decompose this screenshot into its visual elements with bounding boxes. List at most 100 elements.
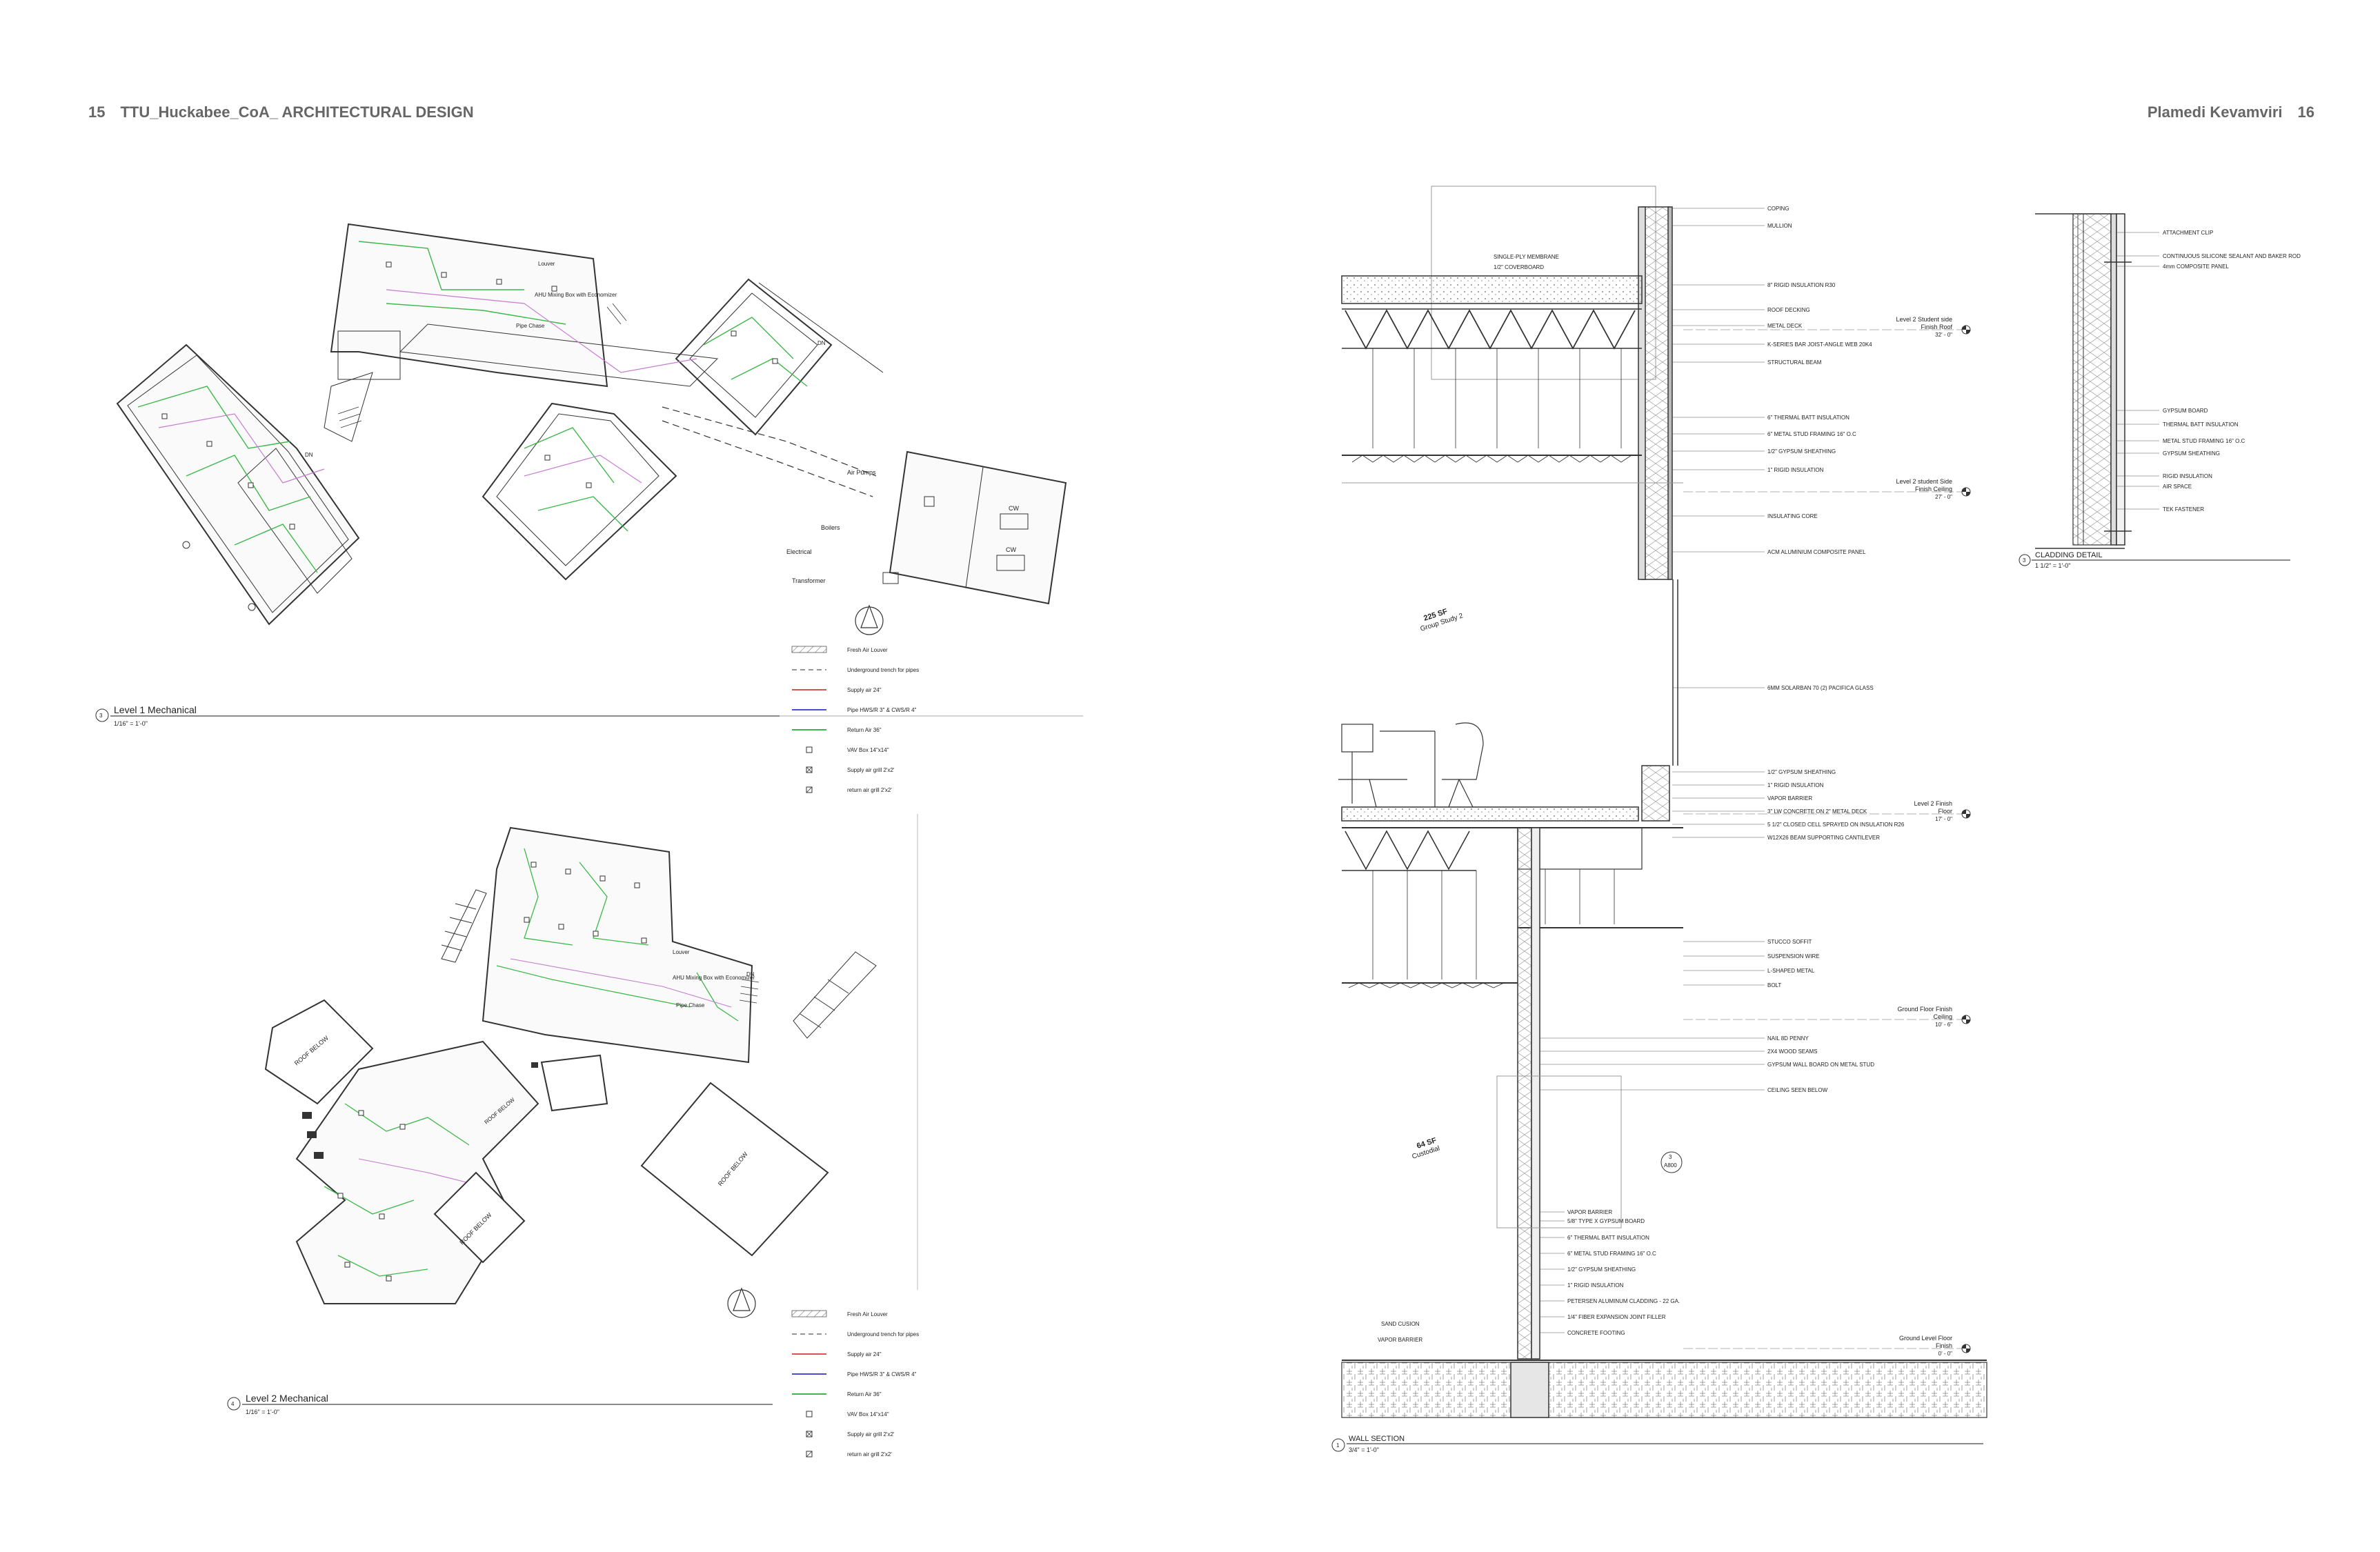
author-name: Plamedi Kevamviri [2147, 103, 2283, 121]
header-left: 15 TTU_Huckabee_CoA_ ARCHITECTURAL DESIGN [88, 103, 474, 121]
plan1-title-block: 3 Level 1 Mechanical 1/16" = 1'-0" [95, 704, 1083, 727]
level-elevation: 27' - 0" [1935, 494, 1952, 500]
legend-item: Supply air 24" [792, 1351, 882, 1357]
section-note: L-SHAPED METAL [1767, 968, 1815, 974]
vav-icon [806, 746, 813, 753]
cladding-note: RIGID INSULATION [2163, 473, 2212, 479]
legend-label: Pipe HWS/R 3" & CWS/R 4" [847, 707, 917, 713]
legend-label: Supply air 24" [847, 687, 882, 693]
section-note: NAIL 8D PENNY [1767, 1035, 1809, 1042]
legend-item: Supply air 24" [792, 687, 882, 693]
cladding-note: GYPSUM SHEATHING [2163, 450, 2220, 457]
section-note: 3" LW CONCRETE ON 2" METAL DECK [1767, 808, 1867, 815]
legend-item: Pipe HWS/R 3" & CWS/R 4" [792, 707, 917, 713]
cladding-title: CLADDING DETAIL [2035, 551, 2103, 559]
section-note: STRUCTURAL BEAM [1767, 359, 1822, 366]
document-title: TTU_Huckabee_CoA_ ARCHITECTURAL DESIGN [120, 103, 474, 121]
legend-item: VAV Box 14"x14" [806, 1411, 889, 1417]
ahu-label: AHU Mixing Box with Economizer [673, 975, 755, 981]
section-note: SINGLE-PLY MEMBRANE [1494, 254, 1559, 260]
legend-item: Supply air grill 2'x2' [806, 766, 895, 773]
section-note: 8" RIGID INSULATION R30 [1767, 282, 1836, 288]
section-note: 6" THERMAL BATT INSULATION [1567, 1235, 1649, 1241]
section-note: VAPOR BARRIER [1378, 1337, 1422, 1343]
section-note: 5/8" TYPE X GYPSUM BOARD [1567, 1218, 1645, 1224]
cladding-title-block: 3 CLADDING DETAIL 1 1/2" = 1'-0" [2019, 551, 2290, 569]
plan1-number: 3 [99, 713, 103, 719]
legend-item: Underground trench for pipes [792, 1331, 919, 1337]
legend-item: Return Air 36" [792, 727, 882, 733]
section-note: PETERSEN ALUMINUM CLADDING - 22 GA. [1567, 1298, 1680, 1304]
level-name: Ground Level Floor [1899, 1335, 1952, 1342]
plan1-labels: Air Pumps Boilers Electrical Transformer… [305, 261, 1019, 584]
legend-label: VAV Box 14"x14" [847, 747, 889, 753]
louver-label: Louver [673, 949, 690, 955]
level-1-mechanical-plan [116, 223, 1067, 635]
legend-item: VAV Box 14"x14" [806, 746, 889, 753]
legend-item: return air grill 2'x2' [806, 1451, 892, 1458]
section-note: CEILING SEEN BELOW [1767, 1087, 1828, 1093]
section-note: 1" RIGID INSULATION [1767, 782, 1824, 788]
section-note: 1" RIGID INSULATION [1767, 467, 1824, 473]
cw-label: CW [1006, 546, 1016, 553]
section-note: SAND CUSION [1381, 1321, 1420, 1327]
legend-label: Supply air 24" [847, 1351, 882, 1357]
plan1-title: Level 1 Mechanical [114, 704, 197, 715]
louver-label: Louver [538, 261, 555, 267]
level-name: Ceiling [1933, 1013, 1952, 1020]
legend-label: Supply air grill 2'x2' [847, 1431, 895, 1437]
level-name: Finish Ceiling [1915, 486, 1952, 493]
cladding-note: AIR SPACE [2163, 484, 2192, 490]
section-note: 6" METAL STUD FRAMING 16" O.C [1567, 1251, 1656, 1257]
legend-item: Return Air 36" [792, 1391, 882, 1397]
level-elevation: 10' - 6" [1935, 1022, 1952, 1028]
legend-item: Pipe HWS/R 3" & CWS/R 4" [792, 1371, 917, 1377]
legend-label: Fresh Air Louver [847, 647, 888, 653]
legend-label: VAV Box 14"x14" [847, 1411, 889, 1417]
legend-label: Underground trench for pipes [847, 667, 919, 673]
level-name: Level 2 student Side [1896, 478, 1952, 485]
section-note: 1/2" GYPSUM SHEATHING [1567, 1266, 1636, 1273]
cladding-detail-drawing [2035, 213, 2159, 549]
level-name: Finish Roof [1921, 324, 1952, 330]
pipe-chase-label: Pipe Chase [516, 323, 545, 329]
page-number-left: 15 [88, 103, 106, 121]
legend-item: Supply air grill 2'x2' [806, 1431, 895, 1437]
section-note: BOLT [1767, 982, 1781, 988]
legend-item: Fresh Air Louver [791, 1310, 888, 1317]
wall-section-number: 1 [1336, 1442, 1340, 1449]
wall-section-drawing [1338, 186, 1987, 1418]
dn-label: DN [817, 340, 826, 346]
wall-section-scale: 3/4" = 1'-0" [1349, 1446, 1379, 1453]
cladding-scale: 1 1/2" = 1'-0" [2035, 562, 2070, 569]
section-note: W12X26 BEAM SUPPORTING CANTILEVER [1767, 835, 1880, 841]
level-name: Level 2 Finish [1914, 800, 1952, 807]
section-note: 1/2" COVERBOARD [1494, 264, 1544, 270]
level-name: Level 2 Student side [1896, 316, 1952, 323]
plan2-title: Level 2 Mechanical [246, 1393, 328, 1404]
section-note: 1/2" GYPSUM SHEATHING [1767, 769, 1836, 775]
section-note: 1/4" FIBER EXPANSION JOINT FILLER [1567, 1314, 1666, 1320]
legend-label: Return Air 36" [847, 1391, 882, 1397]
section-note: METAL DECK [1767, 323, 1803, 329]
level-name: Ground Floor Finish [1897, 1006, 1952, 1013]
louver-swatch [791, 1310, 827, 1317]
cladding-note: TEK FASTENER [2163, 506, 2204, 513]
section-note: K-SERIES BAR JOIST-ANGLE WEB 20K4 [1767, 341, 1872, 348]
dn-label: DN [746, 971, 755, 977]
cladding-note: METAL STUD FRAMING 16" O.C [2163, 438, 2245, 444]
cladding-note: CONTINUOUS SILICONE SEALANT AND BAKER RO… [2163, 253, 2301, 259]
level-2-mechanical-plan [264, 814, 918, 1318]
section-note: VAPOR BARRIER [1767, 795, 1812, 802]
level-elevation: 32' - 0" [1935, 332, 1952, 338]
legend-item: Fresh Air Louver [791, 646, 888, 653]
plan1-scale: 1/16" = 1'-0" [114, 720, 148, 727]
detail-ref-sheet: A800 [1664, 1162, 1677, 1168]
section-note: COPING [1767, 206, 1789, 212]
cladding-note: 4mm COMPOSITE PANEL [2163, 263, 2229, 270]
